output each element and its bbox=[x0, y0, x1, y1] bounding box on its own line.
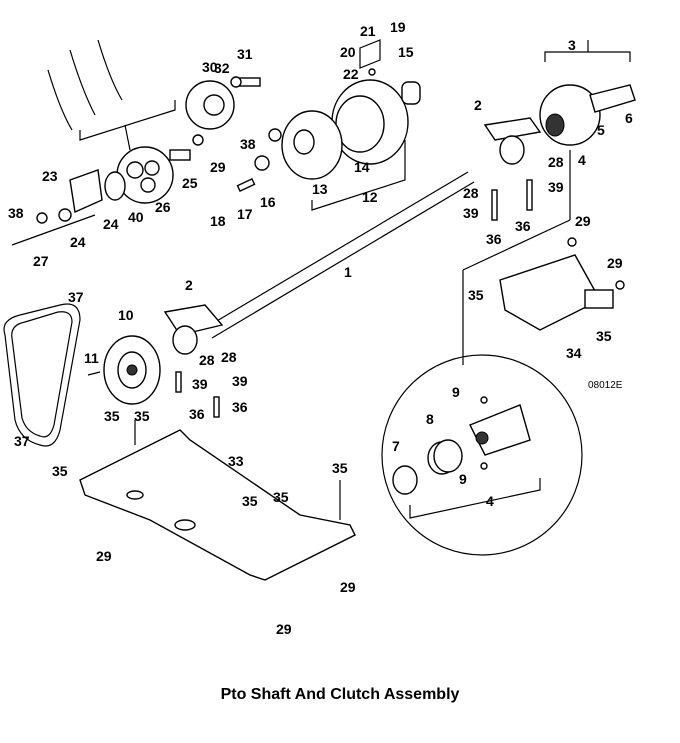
guard-33 bbox=[79, 420, 356, 581]
electric-clutch bbox=[236, 39, 421, 211]
pulley-30 bbox=[185, 76, 261, 130]
callout-35: 35 bbox=[468, 287, 484, 303]
callout-28: 28 bbox=[463, 185, 479, 201]
callout-13: 13 bbox=[312, 181, 328, 197]
page-title: Pto Shaft And Clutch Assembly bbox=[220, 686, 460, 703]
callout-35: 35 bbox=[242, 493, 258, 509]
callout-29: 29 bbox=[276, 621, 292, 637]
callout-19: 19 bbox=[390, 19, 406, 35]
callout-4: 4 bbox=[578, 152, 586, 168]
right-bearing-and-u-joint bbox=[462, 40, 636, 365]
callout-29: 29 bbox=[575, 213, 591, 229]
callout-35: 35 bbox=[134, 408, 150, 424]
callout-12: 12 bbox=[362, 189, 378, 205]
callout-6: 6 bbox=[625, 110, 633, 126]
callout-9: 9 bbox=[452, 384, 460, 400]
callout-5: 5 bbox=[597, 122, 605, 138]
callout-39: 39 bbox=[232, 373, 248, 389]
callout-37: 37 bbox=[14, 433, 30, 449]
callout-24: 24 bbox=[103, 216, 119, 232]
callout-8: 8 bbox=[426, 411, 434, 427]
callout-38: 38 bbox=[8, 205, 24, 221]
callout-40: 40 bbox=[128, 209, 144, 225]
callout-38: 38 bbox=[240, 136, 256, 152]
callout-2: 2 bbox=[474, 97, 482, 113]
callout-35: 35 bbox=[52, 463, 68, 479]
callout-28: 28 bbox=[221, 349, 237, 365]
callout-25: 25 bbox=[182, 175, 198, 191]
callout-1: 1 bbox=[344, 264, 352, 280]
callout-35: 35 bbox=[273, 489, 289, 505]
callout-36: 36 bbox=[486, 231, 502, 247]
callout-14: 14 bbox=[354, 159, 370, 175]
callout-30: 30 bbox=[202, 59, 218, 75]
callout-2: 2 bbox=[185, 277, 193, 293]
callout-23: 23 bbox=[42, 168, 58, 184]
callout-24: 24 bbox=[70, 234, 86, 250]
callout-35: 35 bbox=[596, 328, 612, 344]
callout-11: 11 bbox=[84, 350, 99, 366]
callout-29: 29 bbox=[210, 159, 226, 175]
spindle-parts bbox=[11, 134, 204, 246]
callout-10: 10 bbox=[118, 307, 134, 323]
blade-assembly bbox=[47, 39, 176, 151]
callout-29: 29 bbox=[96, 548, 112, 564]
callout-21: 21 bbox=[360, 23, 376, 39]
callout-15: 15 bbox=[398, 44, 414, 60]
callout-9: 9 bbox=[459, 471, 467, 487]
callout-35: 35 bbox=[332, 460, 348, 476]
callout-20: 20 bbox=[340, 44, 356, 60]
callout-18: 18 bbox=[210, 213, 226, 229]
callout-7: 7 bbox=[392, 438, 400, 454]
pto-shaft bbox=[204, 171, 475, 339]
callout-33: 33 bbox=[228, 453, 244, 469]
callout-28: 28 bbox=[199, 352, 215, 368]
callout-4: 4 bbox=[486, 493, 494, 509]
callout-39: 39 bbox=[192, 376, 208, 392]
callout-36: 36 bbox=[515, 218, 531, 234]
callout-17: 17 bbox=[237, 206, 253, 222]
u-joint-detail bbox=[381, 354, 583, 556]
drawing-code: 08012E bbox=[588, 380, 623, 391]
bracket-34 bbox=[499, 237, 625, 331]
callout-39: 39 bbox=[463, 205, 479, 221]
callout-39: 39 bbox=[548, 179, 564, 195]
callout-22: 22 bbox=[343, 66, 359, 82]
callout-36: 36 bbox=[189, 406, 205, 422]
callout-16: 16 bbox=[260, 194, 276, 210]
callout-34: 34 bbox=[566, 345, 582, 361]
callout-35: 35 bbox=[104, 408, 120, 424]
callout-29: 29 bbox=[340, 579, 356, 595]
callout-29: 29 bbox=[607, 255, 623, 271]
callout-28: 28 bbox=[548, 154, 564, 170]
callout-37: 37 bbox=[68, 289, 84, 305]
left-bearing-pulley-belt bbox=[3, 303, 224, 447]
callout-3: 3 bbox=[568, 37, 576, 53]
callout-27: 27 bbox=[33, 253, 49, 269]
callout-36: 36 bbox=[232, 399, 248, 415]
callout-32: 32 bbox=[214, 60, 230, 76]
callout-31: 31 bbox=[237, 46, 253, 62]
callout-26: 26 bbox=[155, 199, 171, 215]
